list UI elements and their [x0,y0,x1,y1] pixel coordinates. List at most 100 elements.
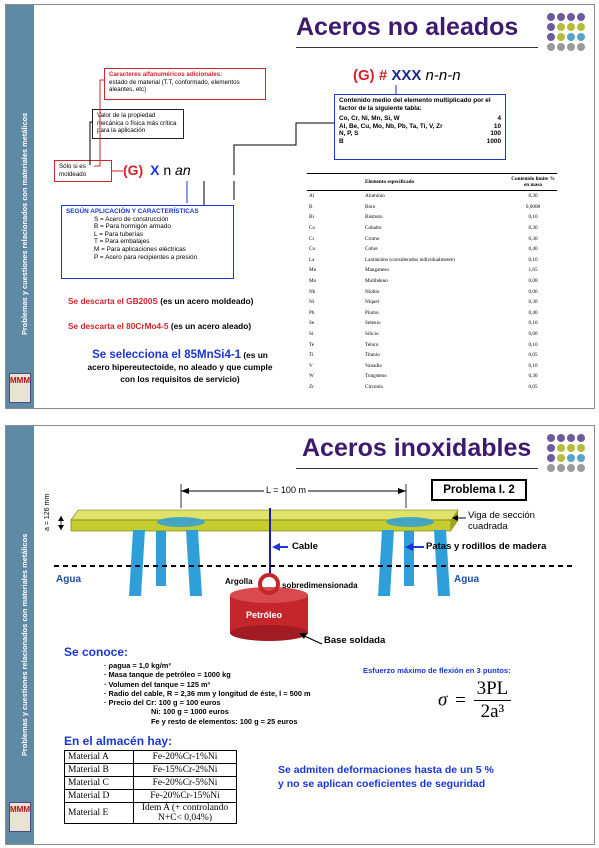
factor-row: N, P, S 100 [339,130,501,138]
factor-value: 100 [490,130,501,138]
beam-illustration [54,484,574,645]
viga-label: Viga de sección cuadrada [468,510,535,532]
material-composition: Fe-20%Cr-15%Ni [133,789,237,803]
box-contenido-medio: Contenido medio del elemento multiplicad… [334,94,506,160]
factor-row: B 1000 [339,138,501,146]
element-symbol: Al [309,193,315,200]
designation2-an: an [175,162,191,178]
box-segun-aplicacion: SEGÚN APLICACIÓN Y CARACTERÍSTICAS S = A… [61,205,234,279]
admiten-line-2: y no se aplican coeficientes de segurida… [278,778,486,790]
factor-value: 1000 [486,137,501,145]
element-symbol: Pb [309,309,315,316]
formula-sigma: σ [438,689,448,711]
factor-elements: N, P, S [339,130,359,138]
element-symbol: Ni [309,299,315,306]
se-conoce-heading: Se conoce: [64,645,129,659]
factor-elements: B [339,137,344,145]
patas-label: Patas y rodillos de madera [426,541,547,552]
designation-prefix: (G) [353,67,375,84]
aplicacion-item: B = Para hormigón armado [94,223,171,231]
material-name: Material E [64,802,134,824]
known-fe: Fe y resto de elementos: 100 g = 25 euro… [151,716,298,726]
connector-lines [89,79,397,205]
element-symbol: Si [309,331,314,338]
descarta-gb200s: Se descarta el GB200S (es un acero molde… [68,296,253,306]
element-limit: 0,10 [528,362,538,369]
petroleo-label: Petróleo [246,610,283,620]
element-name: Cobre [365,246,378,253]
known-volumen: Volumen del tanque = 125 m³ [108,679,211,689]
designation2-n: n [163,162,172,178]
material-name: Material D [64,789,134,803]
agua-left-label: Agua [56,574,81,585]
factor-row: Al, Be, Cu, Mo, Nb, Pb, Ta, Ti, V, Zr 10 [339,123,501,131]
admiten-line-1: Se admiten deformaciones hasta de un 5 % [278,764,494,776]
element-symbol: B [309,203,313,210]
element-limit: 0,30 [528,225,538,232]
box-solo-text: Sólo si es moldeado [59,163,87,178]
element-name: Niobio [365,288,380,295]
factor-value: 4 [497,115,501,123]
slide-aceros-no-aleados: Problemas y cuestiones relacionados con … [5,4,595,409]
designation-formula: (G) # XXX n-n-n [353,67,461,84]
element-symbol: Zr [309,383,314,390]
a-label: a = 126 mm [44,493,51,531]
designation2-x: X [150,162,160,178]
aplicacion-item: S = Acero de construcción [94,215,169,223]
leg-front-right-a [378,530,394,596]
material-name: Material A [64,750,134,764]
element-name: Boro [365,203,376,210]
known-cable: Radio del cable, R = 2,36 mm y longitud … [108,688,311,698]
selecciona-black1: (es un [241,350,268,360]
element-name: Molibdeno [365,278,388,285]
formula-num: 3PL [473,678,512,701]
box-contenido-title: Contenido medio del elemento multiplicad… [339,97,491,112]
element-name: Silicio [365,331,379,338]
logo-2: MMM [9,802,31,832]
element-name: Selenio [365,320,381,327]
aplicacion-item: P = Acero para recipientes a presión [94,253,198,261]
box-caracteres-body: estado de material (T.T, conformado, ele… [109,78,240,94]
designation-nnn: n-n-n [425,67,461,84]
element-symbol: Ti [309,352,314,359]
aplicacion-item: T = Para embalajes [94,238,150,246]
element-name: Bismuto [365,214,383,221]
element-limit: 0,05 [528,352,538,359]
element-limit: 0,30 [528,235,538,242]
selecciona-text: Se selecciona el 85MnSi4-1 (es un acero … [62,349,298,385]
known-item: · ρagua = 1,0 kg/m³ [104,661,171,670]
factor-elements: Al, Be, Cu, Mo, Nb, Pb, Ta, Ti, V, Zr [339,122,443,130]
element-symbol: Te [309,341,315,348]
factor-value: 10 [493,122,501,130]
aplicacion-item: M = Para aplicaciones eléctricas [94,245,186,253]
table-row: Ti Titanio 0,05 [307,350,557,361]
element-name: Titanio [365,352,380,359]
element-name: Lantánidos (considerados individualmente… [365,256,455,263]
element-symbol: Cu [309,246,316,253]
sobredim-label: sobredimensionada [282,581,358,590]
title-rule-2 [296,468,538,469]
leg-front-right-b [434,530,450,596]
material-name: Material C [64,776,134,790]
element-limits-table: Elemento especificado Contenido límite %… [307,173,557,392]
element-limit: 0,06 [528,288,538,295]
element-limit: 0,30 [528,373,538,380]
base-label: Base soldada [324,635,386,646]
admiten-text: Se admiten deformaciones hasta de un 5 %… [278,763,578,791]
